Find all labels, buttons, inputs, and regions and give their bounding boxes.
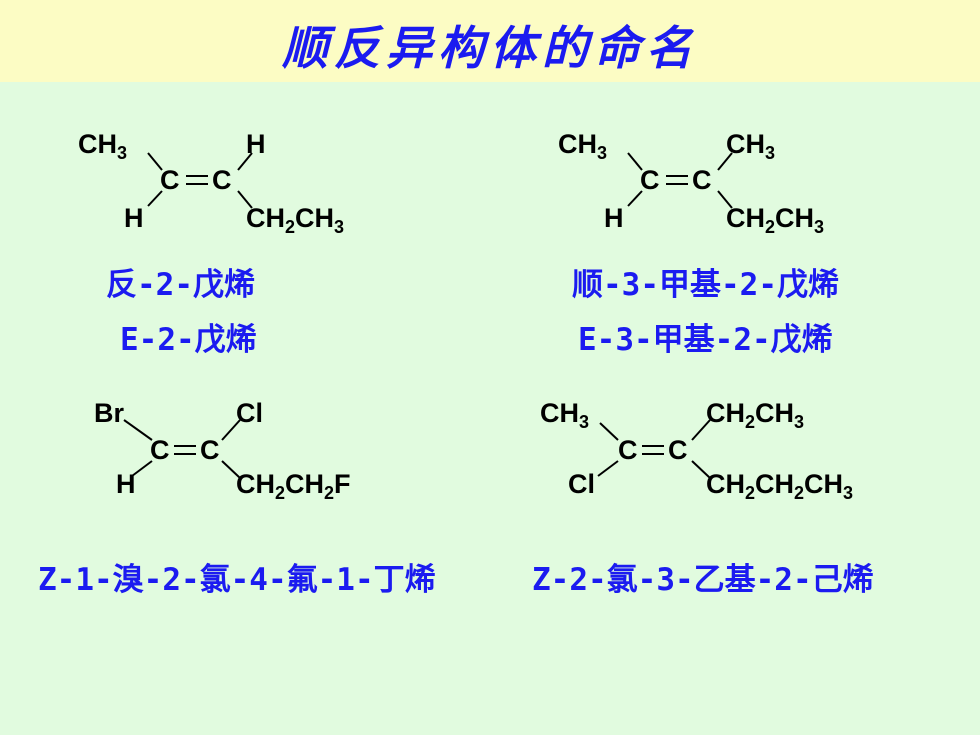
carbon-2: C — [212, 165, 232, 195]
compound-name: 反-2-戊烯 — [106, 267, 255, 303]
carbon-1: C — [160, 165, 180, 195]
title-bar — [0, 0, 980, 82]
substituent-bottom-right: CH2CH2CH3 — [706, 469, 854, 503]
substituent-top-right: CH3 — [726, 129, 776, 163]
substituent-top-right: CH2CH3 — [706, 398, 805, 432]
molecule-1: CH3 H C C H CH2CH3 — [78, 128, 398, 238]
carbon-1: C — [640, 165, 660, 195]
substituent-top-left: CH3 — [78, 129, 128, 163]
bond-lines — [627, 152, 733, 209]
substituent-top-left: CH3 — [558, 129, 608, 163]
substituent-bottom-left: H — [116, 469, 136, 499]
substituent-top-left: CH3 — [540, 398, 590, 432]
carbon-1: C — [150, 435, 170, 465]
compound-name: Z-2-氯-3-乙基-2-己烯 — [532, 562, 874, 598]
carbon-2: C — [200, 435, 220, 465]
substituent-top-right: Cl — [236, 398, 263, 428]
substituent-top-right: H — [246, 129, 266, 159]
carbon-2: C — [692, 165, 712, 195]
molecule-4: CH3 CH2CH3 C C Cl CH2CH2CH3 — [540, 398, 900, 508]
bond-lines — [597, 419, 711, 479]
page-title: 顺反异构体的命名 — [282, 21, 698, 75]
substituent-bottom-left: H — [604, 203, 624, 233]
substituent-top-left: Br — [94, 398, 125, 428]
compound-name: 顺-3-甲基-2-戊烯 — [572, 267, 839, 303]
molecule-2: CH3 CH3 C C H CH2CH3 — [558, 128, 878, 238]
molecule-3: Br Cl C C H CH2CH2F — [94, 398, 414, 508]
carbon-2: C — [668, 435, 688, 465]
substituent-bottom-left: Cl — [568, 469, 595, 499]
substituent-bottom-right: CH2CH3 — [726, 203, 825, 237]
bond-lines — [123, 419, 241, 479]
substituent-bottom-right: CH2CH2F — [236, 469, 351, 503]
bond-lines — [147, 152, 253, 209]
compound-name: Z-1-溴-2-氯-4-氟-1-丁烯 — [38, 562, 436, 598]
compound-name: E-2-戊烯 — [120, 322, 257, 358]
carbon-1: C — [618, 435, 638, 465]
substituent-bottom-left: H — [124, 203, 144, 233]
substituent-bottom-right: CH2CH3 — [246, 203, 345, 237]
compound-name: E-3-甲基-2-戊烯 — [578, 322, 833, 358]
